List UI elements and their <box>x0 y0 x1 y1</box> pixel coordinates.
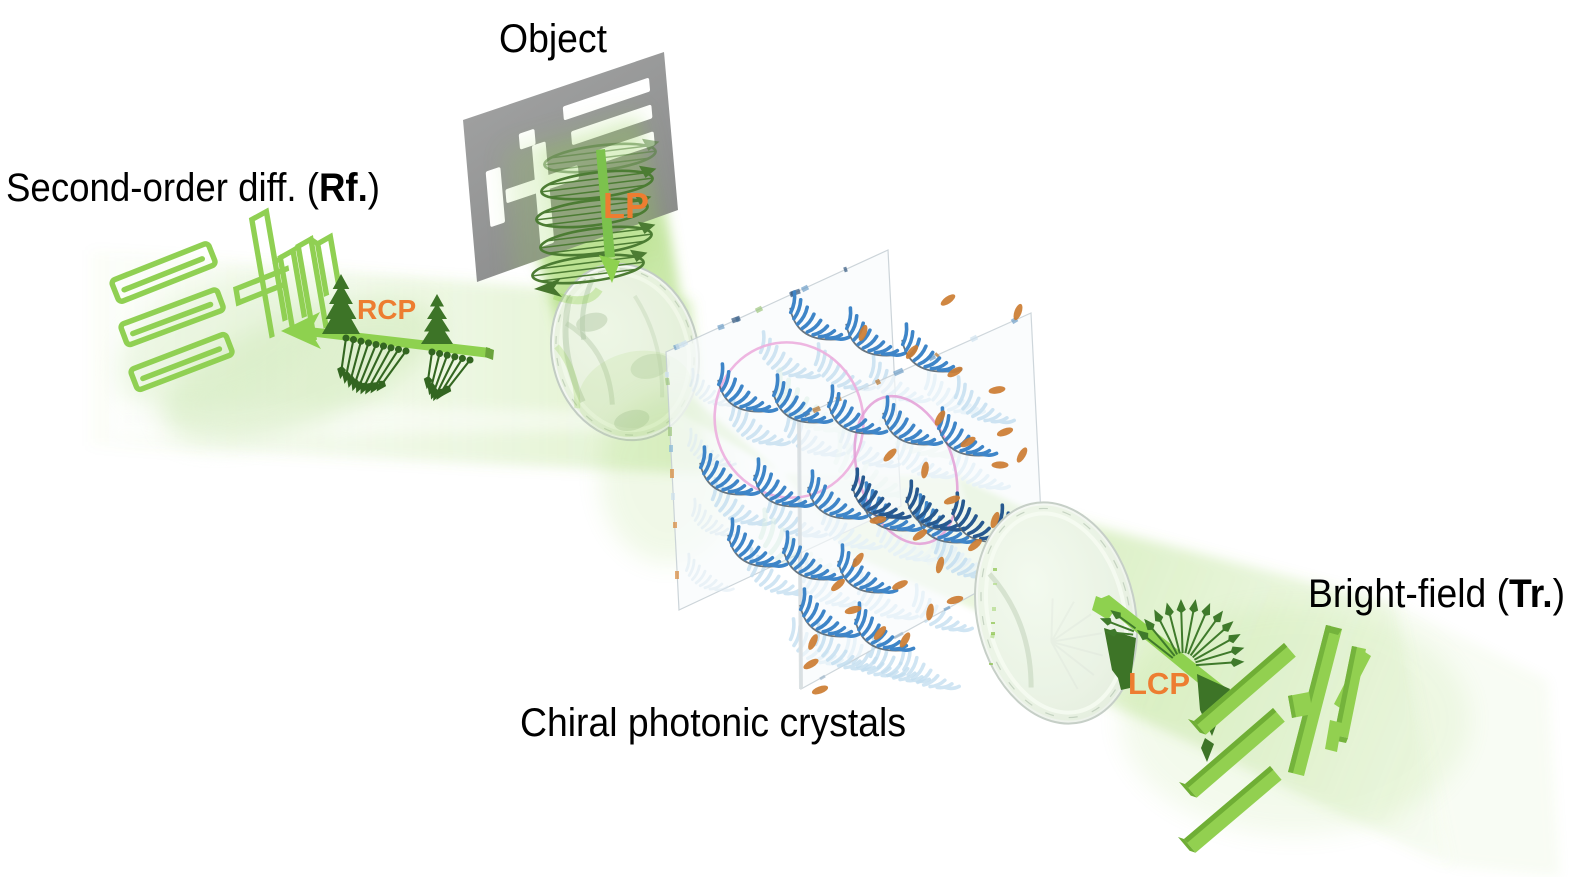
svg-text:Chiral photonic crystals: Chiral photonic crystals <box>520 701 906 745</box>
svg-text:Second-order diff. (Rf.): Second-order diff. (Rf.) <box>6 166 380 210</box>
svg-text:Bright-field (Tr.): Bright-field (Tr.) <box>1308 572 1565 616</box>
svg-text:LCP: LCP <box>1128 666 1190 701</box>
svg-text:RCP: RCP <box>357 294 416 325</box>
svg-text:Object: Object <box>499 17 607 61</box>
svg-text:LP: LP <box>603 185 649 226</box>
